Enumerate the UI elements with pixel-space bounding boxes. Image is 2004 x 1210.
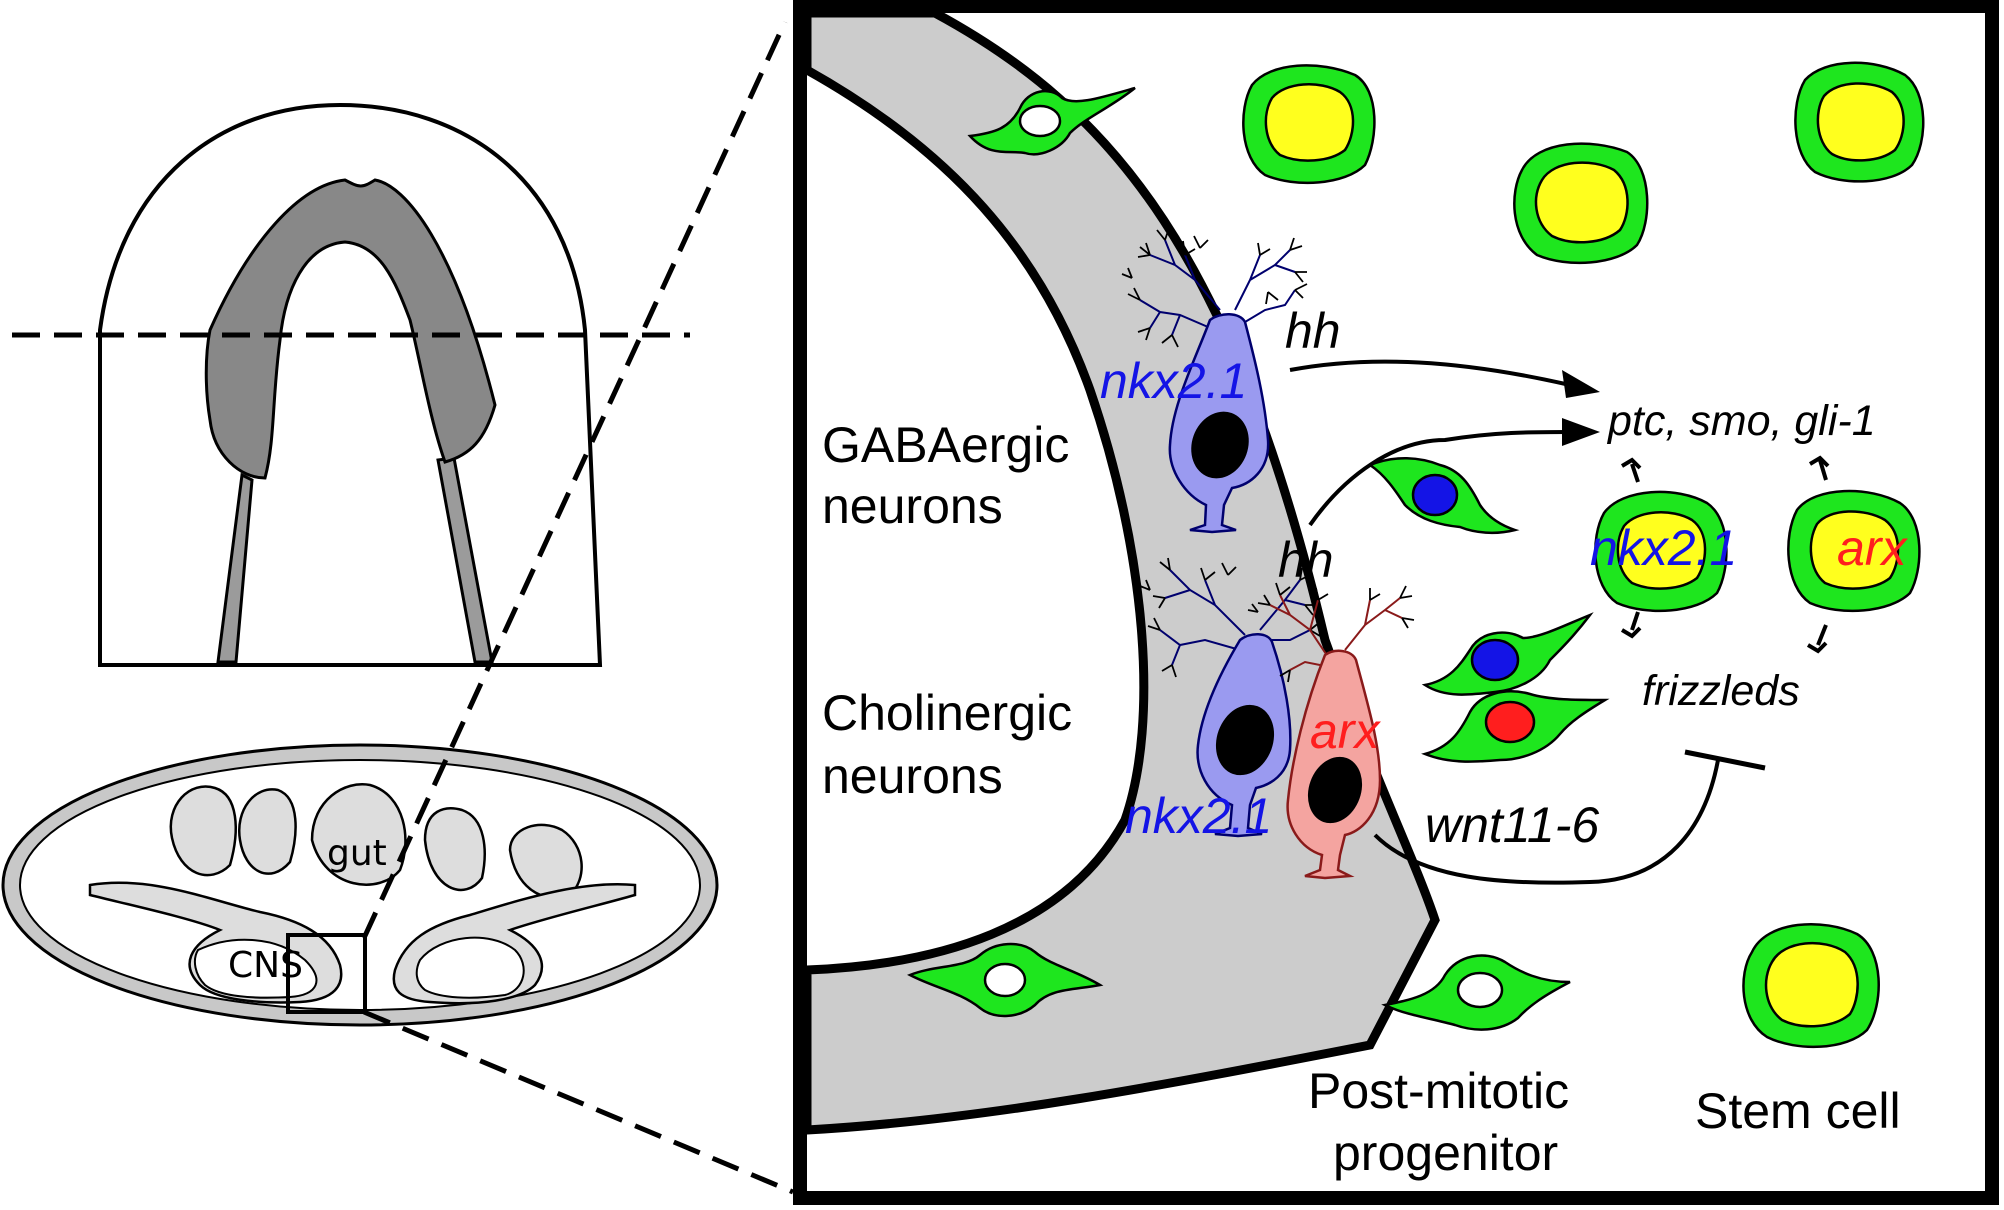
nkx21-stem-label: nkx2.1 xyxy=(1590,520,1737,576)
chol-nucleus xyxy=(1215,704,1275,776)
gaba-nucleus xyxy=(1191,411,1249,479)
progenitor-cell xyxy=(907,942,1104,1018)
stem-cell-arx xyxy=(1787,489,1921,613)
gut-lobe xyxy=(423,807,486,892)
receptor-markers xyxy=(1620,455,1830,654)
arx-nucleus xyxy=(1307,756,1363,824)
signaling-arrows xyxy=(1289,359,1766,885)
gaba-dendrite-tips xyxy=(1121,227,1308,348)
stem-cell xyxy=(1513,142,1649,265)
left-nerve-cord xyxy=(216,472,254,664)
receptors-label: ptc, smo, gli-1 xyxy=(1606,397,1876,445)
gut-lobe xyxy=(237,788,297,875)
gaba-dendrites xyxy=(1139,239,1296,336)
progenitor-cell-nkx xyxy=(1367,457,1520,535)
arx-neuron-label: arx xyxy=(1310,703,1381,759)
cns-right-lumen xyxy=(415,936,525,999)
gut-lobe xyxy=(310,783,407,886)
cross-section: gut CNS xyxy=(1,743,719,1027)
stem-cell xyxy=(1742,922,1880,1049)
head-outline xyxy=(98,102,603,667)
arrowhead xyxy=(1562,370,1600,398)
progenitor-cell xyxy=(967,86,1136,156)
arrowhead xyxy=(1562,418,1600,446)
gabaergic-label-2: neurons xyxy=(822,478,1003,534)
postmitotic-label-2: progenitor xyxy=(1333,1125,1558,1181)
head-schematic xyxy=(12,102,690,667)
gut-lobe xyxy=(169,785,237,877)
progenitor-cell-nkx-pair xyxy=(1421,612,1594,696)
gut-label: gut xyxy=(327,833,387,874)
chol-dendrites xyxy=(1159,569,1311,666)
stem-cell xyxy=(1794,61,1925,183)
nkx21-chol-label: nkx2.1 xyxy=(1125,788,1272,844)
arx-dendrites xyxy=(1269,594,1403,671)
gabaergic-neuron xyxy=(1121,227,1308,534)
cholinergic-neuron xyxy=(1139,557,1321,838)
stem-cell xyxy=(1242,64,1376,185)
arx-stem-label: arx xyxy=(1837,520,1908,576)
gut-lobe xyxy=(508,823,583,899)
inhibition-bar xyxy=(1684,749,1766,771)
progenitor-cell xyxy=(1381,954,1571,1031)
frizzleds-label: frizzleds xyxy=(1642,667,1800,715)
progenitor-cell-arx xyxy=(1421,690,1610,763)
brain xyxy=(204,178,497,480)
stem-cell-label: Stem cell xyxy=(1695,1083,1901,1139)
zoom-box xyxy=(286,933,367,1014)
chol-dendrite-tips xyxy=(1139,557,1321,678)
postmitotic-label-1: Post-mitotic xyxy=(1308,1063,1569,1119)
hh-label-top: hh xyxy=(1285,303,1341,359)
detail-panel: GABAergic neurons Cholinergic neurons Po… xyxy=(793,0,1999,1205)
stem-cell-nkx xyxy=(1594,490,1728,613)
cholinergic-label-2: neurons xyxy=(822,748,1003,804)
zoom-line-top xyxy=(361,20,788,940)
wnt-label: wnt11-6 xyxy=(1425,797,1599,853)
cns-label: CNS xyxy=(228,945,303,986)
nkx21-gaba-label: nkx2.1 xyxy=(1100,353,1247,409)
hh-label-mid: hh xyxy=(1278,532,1334,588)
arx-dendrite-tips xyxy=(1247,582,1415,683)
zoom-line-bottom xyxy=(363,1009,794,1195)
cns-left-lumen xyxy=(193,938,318,999)
gabaergic-label-1: GABAergic xyxy=(822,417,1069,473)
hh-arrow-mid xyxy=(1308,430,1571,527)
arx-neuron xyxy=(1247,582,1415,880)
cholinergic-label-1: Cholinergic xyxy=(822,685,1072,741)
hh-arrow-top xyxy=(1289,359,1571,387)
wnt-inhibition xyxy=(1373,759,1720,885)
